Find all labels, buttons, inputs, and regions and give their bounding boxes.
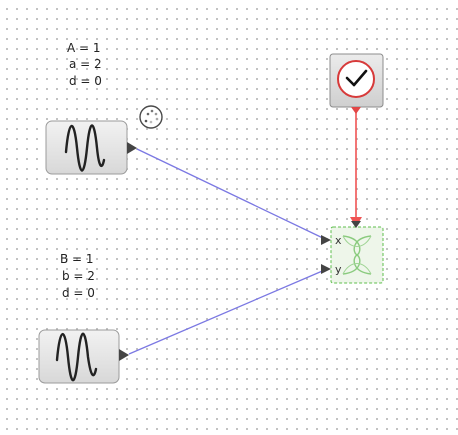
output-port[interactable] <box>119 349 129 361</box>
data-link-sine1-to-scope-x[interactable] <box>136 148 328 241</box>
sine-generator-1-params: A = 1 a = 2 d = 0 <box>67 41 102 88</box>
clock-block[interactable] <box>329 53 384 114</box>
sine-wave-icon <box>64 124 106 172</box>
clock-icon <box>337 60 375 98</box>
lissajous-scope-icon <box>342 235 372 275</box>
sine-wave-icon <box>55 332 98 382</box>
sine-generator-block-1[interactable] <box>45 120 137 175</box>
port-label-y: y <box>335 263 342 276</box>
output-port[interactable] <box>127 142 137 154</box>
param-line: a = 2 <box>69 57 102 71</box>
param-line: d = 0 <box>62 286 95 300</box>
xy-scope-block[interactable]: x y <box>321 221 384 284</box>
event-output-port[interactable] <box>351 107 361 114</box>
event-input-port[interactable] <box>351 221 361 228</box>
input-port-y[interactable] <box>321 264 331 274</box>
sine-generator-block-2[interactable] <box>38 329 129 384</box>
sine-generator-2-params: B = 1 b = 2 d = 0 <box>60 252 95 300</box>
param-line: d = 0 <box>69 74 102 88</box>
port-label-x: x <box>335 234 342 247</box>
loading-spinner-icon <box>139 105 163 129</box>
data-link-sine2-to-scope-y[interactable] <box>128 268 328 355</box>
input-port-x[interactable] <box>321 235 331 245</box>
param-line: A = 1 <box>67 41 101 55</box>
param-line: b = 2 <box>62 269 95 283</box>
param-line: B = 1 <box>60 252 94 266</box>
